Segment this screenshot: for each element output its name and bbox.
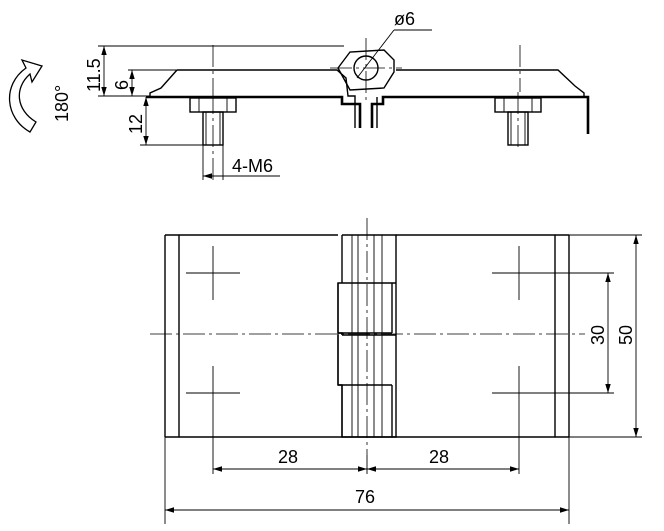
- hole-cross-top-left: [186, 246, 240, 300]
- rotation-arrow-icon: [8, 58, 44, 133]
- hole-cross-bottom-left: [186, 366, 240, 420]
- right-bolt: [494, 92, 542, 150]
- hole-cross-bottom-right: [492, 366, 546, 420]
- top-view: 28 28 76 30 50: [150, 218, 642, 524]
- dim-half-right-label: 28: [429, 447, 449, 467]
- dim-height-leaf-label: 6: [112, 80, 132, 90]
- dim-half-left-label: 28: [278, 447, 298, 467]
- left-leaf-outline: [149, 69, 356, 128]
- dim-height-total-top-label: 50: [616, 325, 636, 345]
- dim-width-total-label: 76: [355, 487, 375, 507]
- hole-cross-top-right: [492, 246, 546, 300]
- dim-thread-label: 4-M6: [232, 156, 273, 176]
- pin-diameter-label: ø6: [394, 9, 415, 29]
- pin-leader: [356, 29, 395, 79]
- rotation-indicator: 180°: [8, 58, 72, 133]
- dim-height-total-label: 11.5: [84, 58, 104, 92]
- dim-bolt-length-label: 12: [126, 114, 146, 134]
- right-leaf-base: [370, 95, 590, 134]
- left-leaf-base: [146, 95, 362, 128]
- right-leaf-outline: [396, 69, 585, 97]
- knuckle-outline: [337, 49, 395, 91]
- left-bolt: [189, 92, 237, 180]
- side-view: ø6 11.5: [84, 9, 590, 180]
- rotation-label: 180°: [52, 85, 72, 122]
- dim-hole-spacing-label: 30: [588, 325, 608, 345]
